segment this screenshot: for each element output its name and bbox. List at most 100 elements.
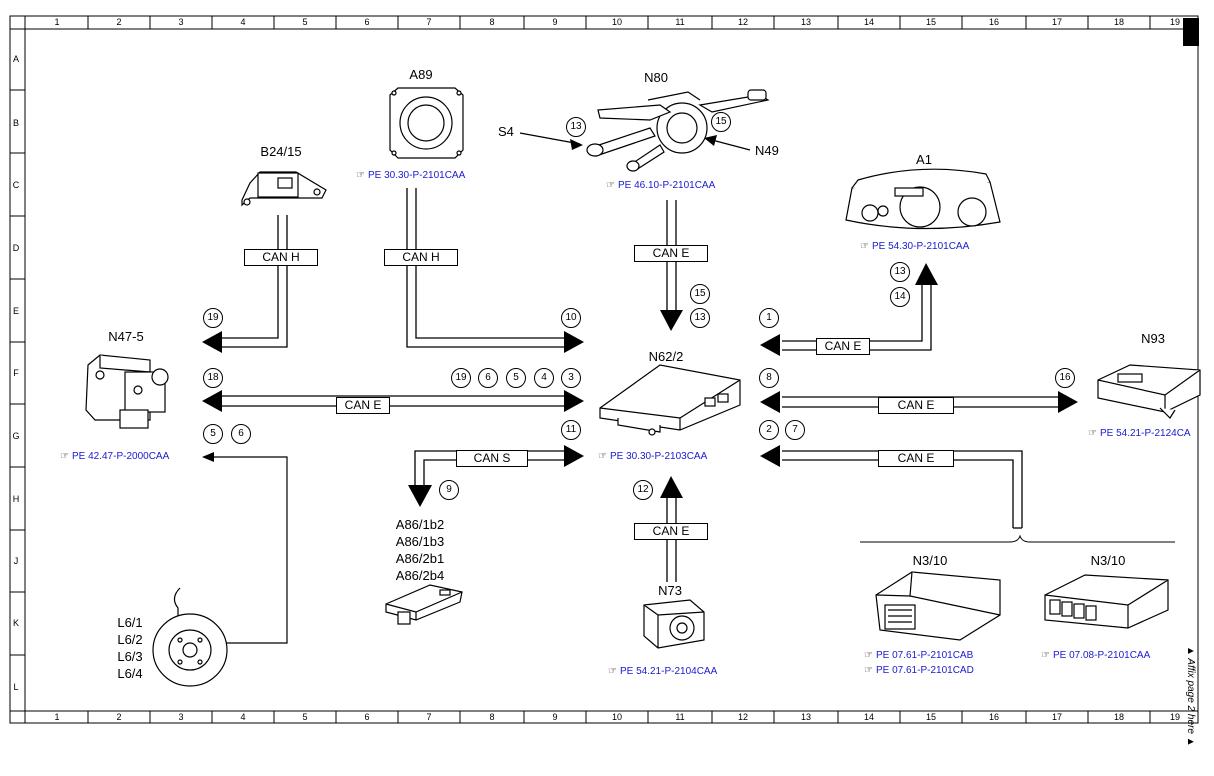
reference-hand-icon: ☞ xyxy=(608,666,617,677)
reference-hand-icon: ☞ xyxy=(356,170,365,181)
n73-sketch xyxy=(643,599,705,649)
b24-label: B24/15 xyxy=(260,144,302,159)
col-label: 4 xyxy=(240,712,246,722)
col-label: 7 xyxy=(426,712,432,722)
col-label: 13 xyxy=(800,712,811,722)
callout-marker: 7 xyxy=(785,420,805,440)
bus-label-can-h: CAN H xyxy=(384,249,458,266)
callout-marker: 13 xyxy=(890,262,910,282)
n310a-ref1-link[interactable]: ☞PE 07.61-P-2101CAB xyxy=(864,650,973,661)
a89-ref-link[interactable]: ☞PE 30.30-P-2101CAA xyxy=(356,170,465,181)
n310b-ref-link[interactable]: ☞PE 07.08-P-2101CAA xyxy=(1041,650,1150,661)
bus-label-can-e: CAN E xyxy=(878,397,954,414)
col-label: 16 xyxy=(988,17,999,27)
reference-hand-icon: ☞ xyxy=(864,650,873,661)
n80-ref-link[interactable]: ☞PE 46.10-P-2101CAA xyxy=(606,180,715,191)
bus-label-can-e: CAN E xyxy=(816,338,870,355)
n93-ref-link[interactable]: ☞PE 54.21-P-2124CA xyxy=(1088,428,1191,439)
col-label: 17 xyxy=(1051,712,1062,722)
callout-marker: 9 xyxy=(439,480,459,500)
l6-label-line: L6/4 xyxy=(117,666,143,681)
n73-ref-link[interactable]: ☞PE 54.21-P-2104CAA xyxy=(608,666,717,677)
n310a-ref1-text: PE 07.61-P-2101CAB xyxy=(875,650,974,661)
b24-sketch xyxy=(241,171,327,207)
s4-label: S4 xyxy=(498,124,514,139)
n93-sketch xyxy=(1097,364,1201,419)
n47-sketch xyxy=(85,354,169,429)
col-label: 9 xyxy=(552,17,558,27)
callout-marker: 19 xyxy=(203,308,223,328)
a1-sketch xyxy=(845,168,1001,230)
reference-hand-icon: ☞ xyxy=(1041,650,1050,661)
l6-label-line: L6/3 xyxy=(117,649,143,664)
callout-marker: 8 xyxy=(759,368,779,388)
row-label: B xyxy=(12,118,19,128)
n62-label: N62/2 xyxy=(648,349,684,364)
row-label: A xyxy=(12,54,19,64)
callout-marker: 5 xyxy=(203,424,223,444)
callout-marker: 15 xyxy=(711,112,731,132)
n310a-ref2-link[interactable]: ☞PE 07.61-P-2101CAD xyxy=(864,665,974,676)
n62-ref-link[interactable]: ☞PE 30.30-P-2103CAA xyxy=(598,451,707,462)
col-label: 19 xyxy=(1169,712,1180,722)
col-label: 18 xyxy=(1113,712,1124,722)
arrowheads xyxy=(202,135,1078,507)
row-label: J xyxy=(13,556,19,566)
col-label: 6 xyxy=(364,712,370,722)
col-label: 3 xyxy=(178,712,184,722)
n310b-ref-text: PE 07.08-P-2101CAA xyxy=(1052,650,1151,661)
callout-marker: 6 xyxy=(231,424,251,444)
col-label: 14 xyxy=(863,17,874,27)
reference-hand-icon: ☞ xyxy=(60,451,69,462)
a1-label: A1 xyxy=(916,152,932,167)
bus-label-can-e: CAN E xyxy=(634,523,708,540)
col-label: 17 xyxy=(1051,17,1062,27)
n47-ref-link[interactable]: ☞PE 42.47-P-2000CAA xyxy=(60,451,169,462)
a86-sketch xyxy=(385,584,463,625)
l6-label-line: L6/2 xyxy=(117,632,143,647)
row-label: E xyxy=(12,306,19,316)
callout-marker: 11 xyxy=(561,420,581,440)
a1-ref-text: PE 54.30-P-2101CAA xyxy=(871,241,970,252)
a86-label-line: A86/2b4 xyxy=(395,568,445,583)
col-label: 12 xyxy=(737,712,748,722)
callout-marker: 14 xyxy=(890,287,910,307)
n310b-label: N3/10 xyxy=(1090,553,1126,568)
col-label: 1 xyxy=(54,712,60,722)
a89-ref-text: PE 30.30-P-2101CAA xyxy=(367,170,466,181)
col-label: 11 xyxy=(675,17,685,27)
n47-label: N47-5 xyxy=(108,329,144,344)
callout-marker: 3 xyxy=(561,368,581,388)
callout-marker: 12 xyxy=(633,480,653,500)
col-label: 3 xyxy=(178,17,184,27)
col-label: 8 xyxy=(489,712,495,722)
l6-label-block: L6/1 L6/2 L6/3 L6/4 xyxy=(117,614,142,682)
bus-label-can-h: CAN H xyxy=(244,249,318,266)
row-label: G xyxy=(12,431,20,441)
col-label: 10 xyxy=(611,712,622,722)
col-label: 5 xyxy=(302,712,308,722)
reference-hand-icon: ☞ xyxy=(864,665,873,676)
reference-hand-icon: ☞ xyxy=(1088,428,1097,439)
row-label: D xyxy=(12,243,20,253)
callout-marker: 13 xyxy=(690,308,710,328)
n62-ref-text: PE 30.30-P-2103CAA xyxy=(609,451,708,462)
a1-ref-link[interactable]: ☞PE 54.30-P-2101CAA xyxy=(860,241,969,252)
n80-sketch xyxy=(586,89,770,172)
callout-marker: 2 xyxy=(759,420,779,440)
callout-marker: 18 xyxy=(203,368,223,388)
callout-marker: 13 xyxy=(566,117,586,137)
a86-label-line: A86/1b3 xyxy=(395,534,445,549)
a86-label-line: A86/1b2 xyxy=(395,517,445,532)
callout-marker: 1 xyxy=(759,308,779,328)
n310a-label: N3/10 xyxy=(912,553,948,568)
col-label: 5 xyxy=(302,17,308,27)
reference-hand-icon: ☞ xyxy=(860,241,869,252)
callout-marker: 6 xyxy=(478,368,498,388)
row-label: H xyxy=(12,494,20,504)
n73-label: N73 xyxy=(658,583,682,598)
n73-ref-text: PE 54.21-P-2104CAA xyxy=(619,666,718,677)
col-label: 4 xyxy=(240,17,246,27)
